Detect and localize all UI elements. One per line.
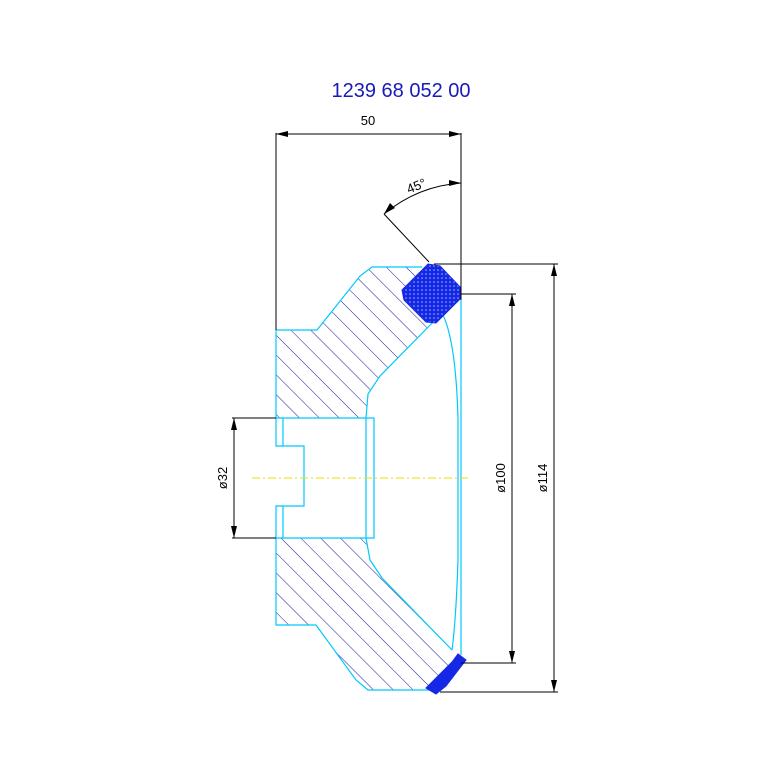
upper-section-hatch <box>276 267 451 418</box>
inner-diameter-label: ø100 <box>493 463 508 493</box>
width-dimension <box>275 131 462 330</box>
width-label: 50 <box>361 113 375 128</box>
lower-section-hatch <box>276 538 460 690</box>
angle-dimension <box>383 180 462 263</box>
part-number: 1239 68 052 00 <box>331 80 470 102</box>
bore-dimension <box>231 417 276 539</box>
outer-diameter-label: ø114 <box>535 464 550 493</box>
coating-lower <box>425 653 467 695</box>
bore-diameter-label: ø32 <box>215 467 230 489</box>
outer-diameter-dimension <box>434 263 558 693</box>
angle-label: 45° <box>404 175 428 196</box>
inner-diameter-dimension <box>461 293 516 664</box>
